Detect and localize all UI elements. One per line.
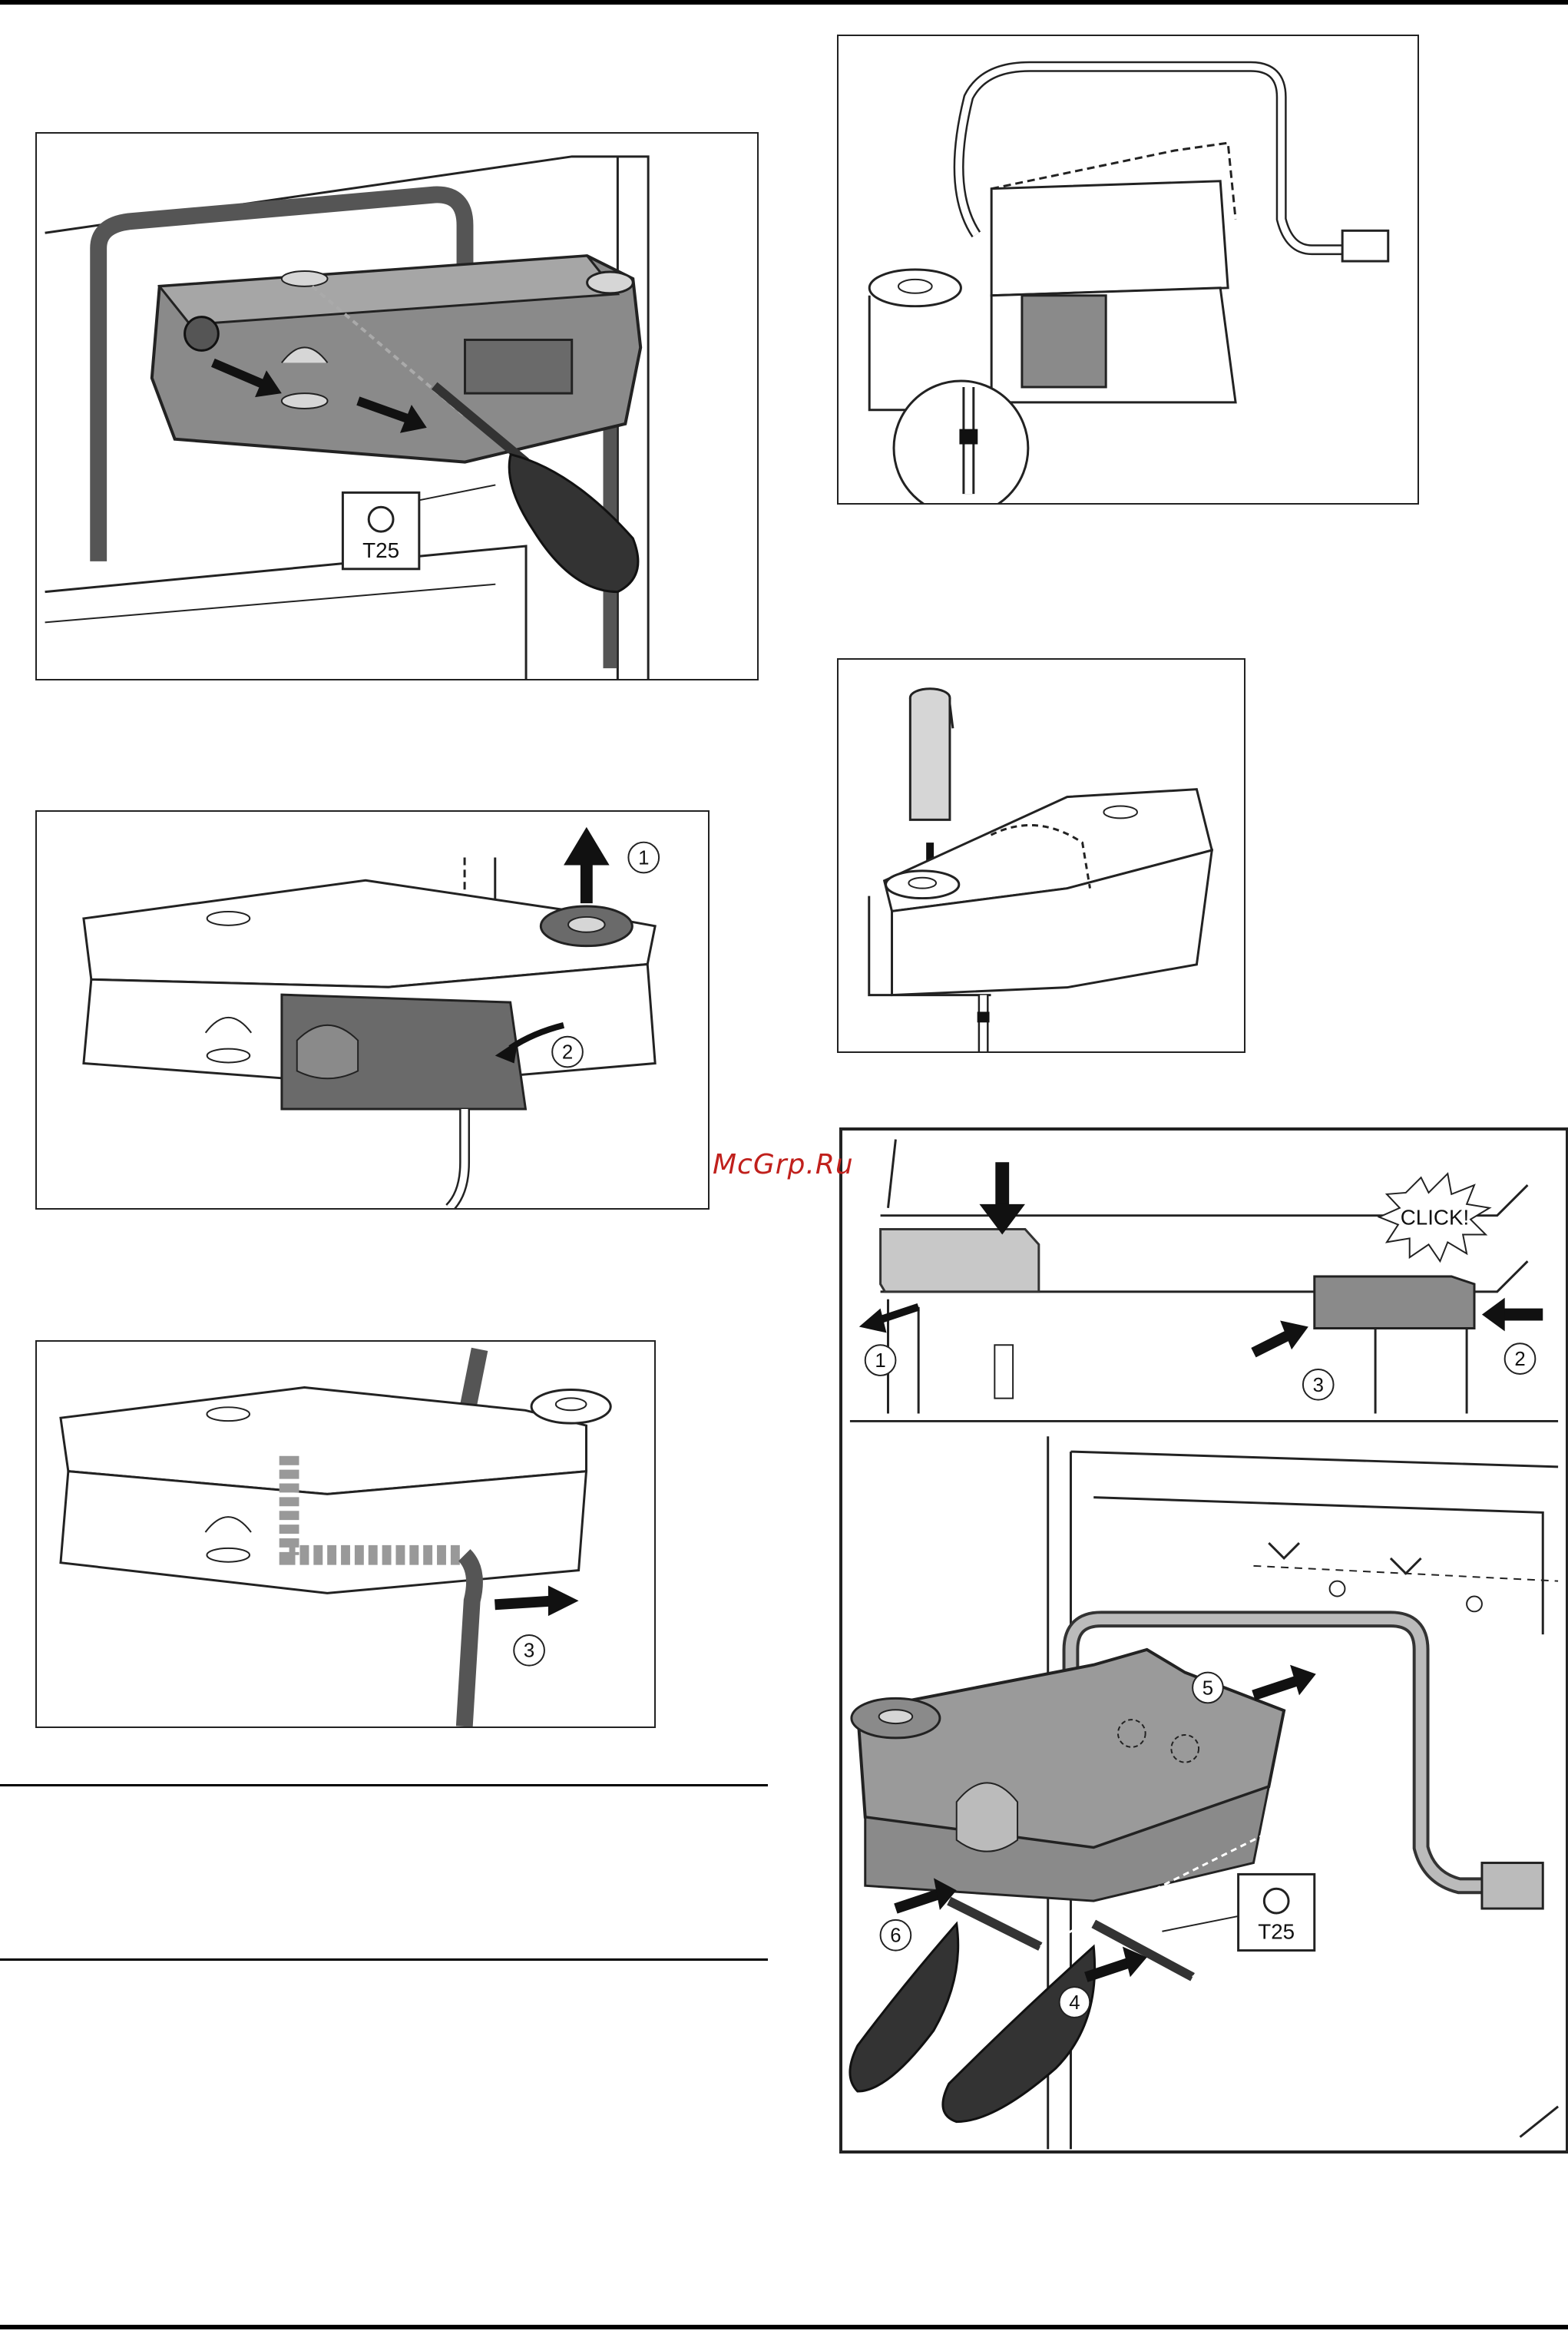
section-rule-upper — [0, 1784, 768, 1786]
bottom-rule — [0, 2325, 1568, 2329]
step-3-label: 3 — [524, 1640, 534, 1662]
section-rule-lower — [0, 1958, 768, 1961]
tool-label-t25: T25 — [1258, 1920, 1295, 1944]
step-2-label: 2 — [562, 1042, 573, 1064]
figure-insert-hinge-pin — [837, 658, 1245, 1053]
tool-label-t25: T25 — [362, 538, 399, 562]
step-4-label: 4 — [1069, 1992, 1080, 2014]
step-1-label: 1 — [875, 1350, 885, 1372]
figure-remove-cable: 3 — [35, 1340, 656, 1728]
figure-hinge-cable-overview — [837, 35, 1419, 505]
figure-lift-hinge-pin: 1 2 — [35, 810, 710, 1210]
figure-remove-hinge-screws: T25 — [35, 132, 759, 680]
step-6-label: 6 — [890, 1925, 901, 1947]
watermark-text: McGrp.Ru — [713, 1149, 854, 1180]
step-2-label: 2 — [1514, 1349, 1525, 1370]
step-1-label: 1 — [638, 847, 649, 869]
top-rule — [0, 0, 1568, 5]
figure-mount-hinge-with-cover: 1 2 3 CLICK! — [839, 1127, 1568, 2154]
step-3-label: 3 — [1313, 1375, 1324, 1396]
click-label: CLICK! — [1401, 1206, 1469, 1230]
step-5-label: 5 — [1202, 1677, 1213, 1699]
